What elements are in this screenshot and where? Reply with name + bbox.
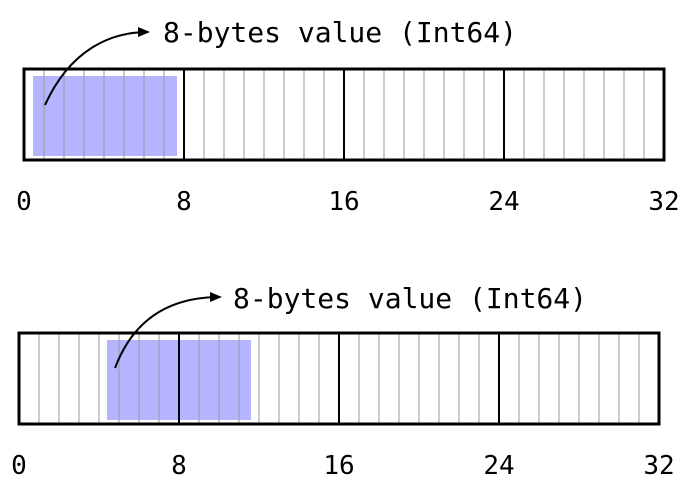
byte-grid-2	[38, 333, 640, 424]
axis-tick-1-0: 0	[16, 187, 32, 217]
axis-tick-1-16: 16	[328, 187, 359, 217]
memory-diagram-1: 8-bytes value (Int64) 0 8 16 24 32	[16, 16, 679, 217]
axis-tick-2-8: 8	[171, 451, 187, 481]
axis-tick-2-16: 16	[323, 451, 354, 481]
annotation-label-2: 8-bytes value (Int64)	[233, 282, 587, 315]
axis-tick-1-8: 8	[176, 187, 192, 217]
axis-tick-1-32: 32	[648, 187, 679, 217]
byte-grid-1	[43, 69, 645, 160]
axis-tick-2-32: 32	[643, 451, 674, 481]
axis-tick-1-24: 24	[488, 187, 519, 217]
annotation-arrow-2	[114, 292, 222, 369]
axis-tick-2-24: 24	[483, 451, 514, 481]
annotation-label-1: 8-bytes value (Int64)	[163, 16, 517, 49]
buffer-frame-2	[17, 331, 661, 426]
highlight-block-1	[33, 76, 177, 156]
buffer-frame-1	[22, 67, 666, 162]
memory-diagram-2: 8-bytes value (Int64) 0 8 16 24 32	[11, 282, 674, 481]
axis-tick-2-0: 0	[11, 451, 27, 481]
annotation-arrow-1	[44, 27, 150, 106]
